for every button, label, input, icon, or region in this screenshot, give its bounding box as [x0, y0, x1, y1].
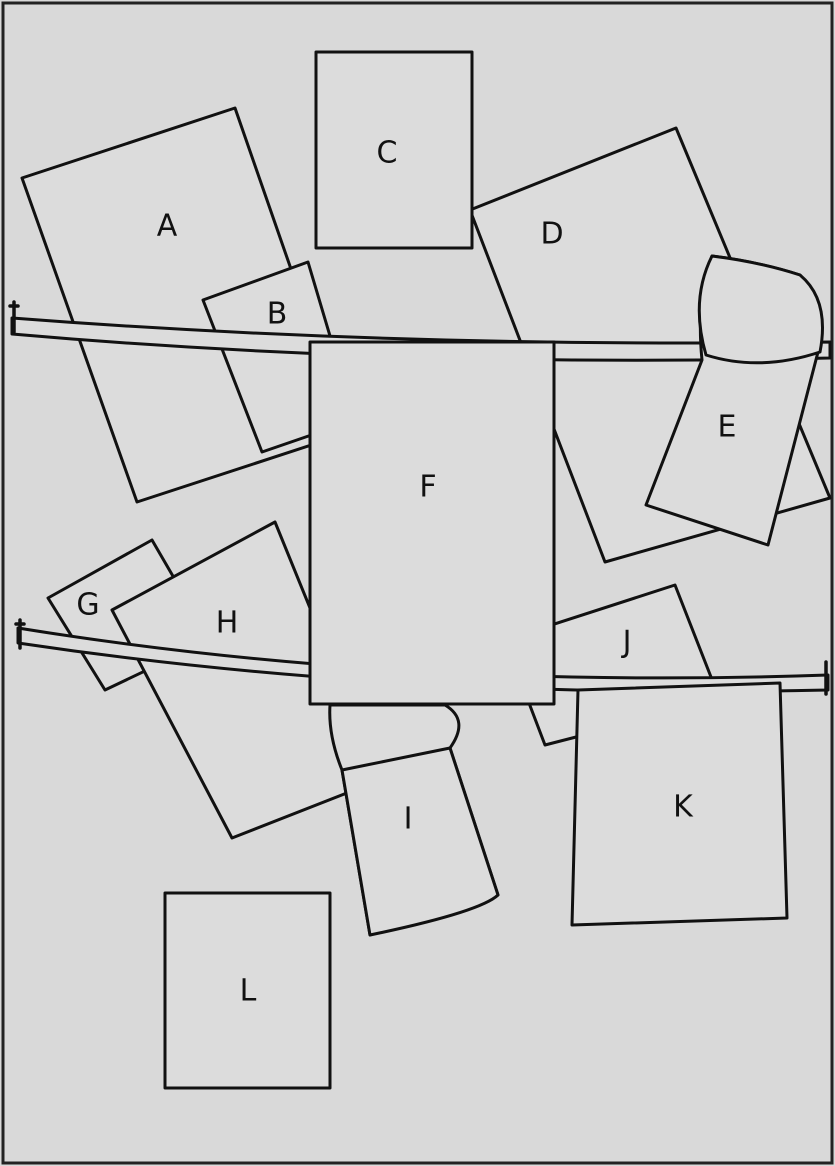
- label-i: I: [404, 802, 413, 837]
- label-k: K: [673, 790, 694, 825]
- label-h: H: [216, 606, 239, 641]
- label-d: D: [540, 217, 563, 252]
- label-b: B: [267, 297, 288, 332]
- piece-e-fold: [699, 256, 822, 363]
- label-j: J: [621, 625, 632, 660]
- piece-f: [310, 342, 554, 704]
- label-c: C: [377, 136, 398, 171]
- label-l: L: [240, 974, 257, 1009]
- label-a: A: [157, 209, 178, 244]
- piece-i-front: [342, 748, 498, 935]
- label-f: F: [419, 470, 436, 505]
- label-e: E: [718, 410, 737, 445]
- label-g: G: [76, 588, 99, 623]
